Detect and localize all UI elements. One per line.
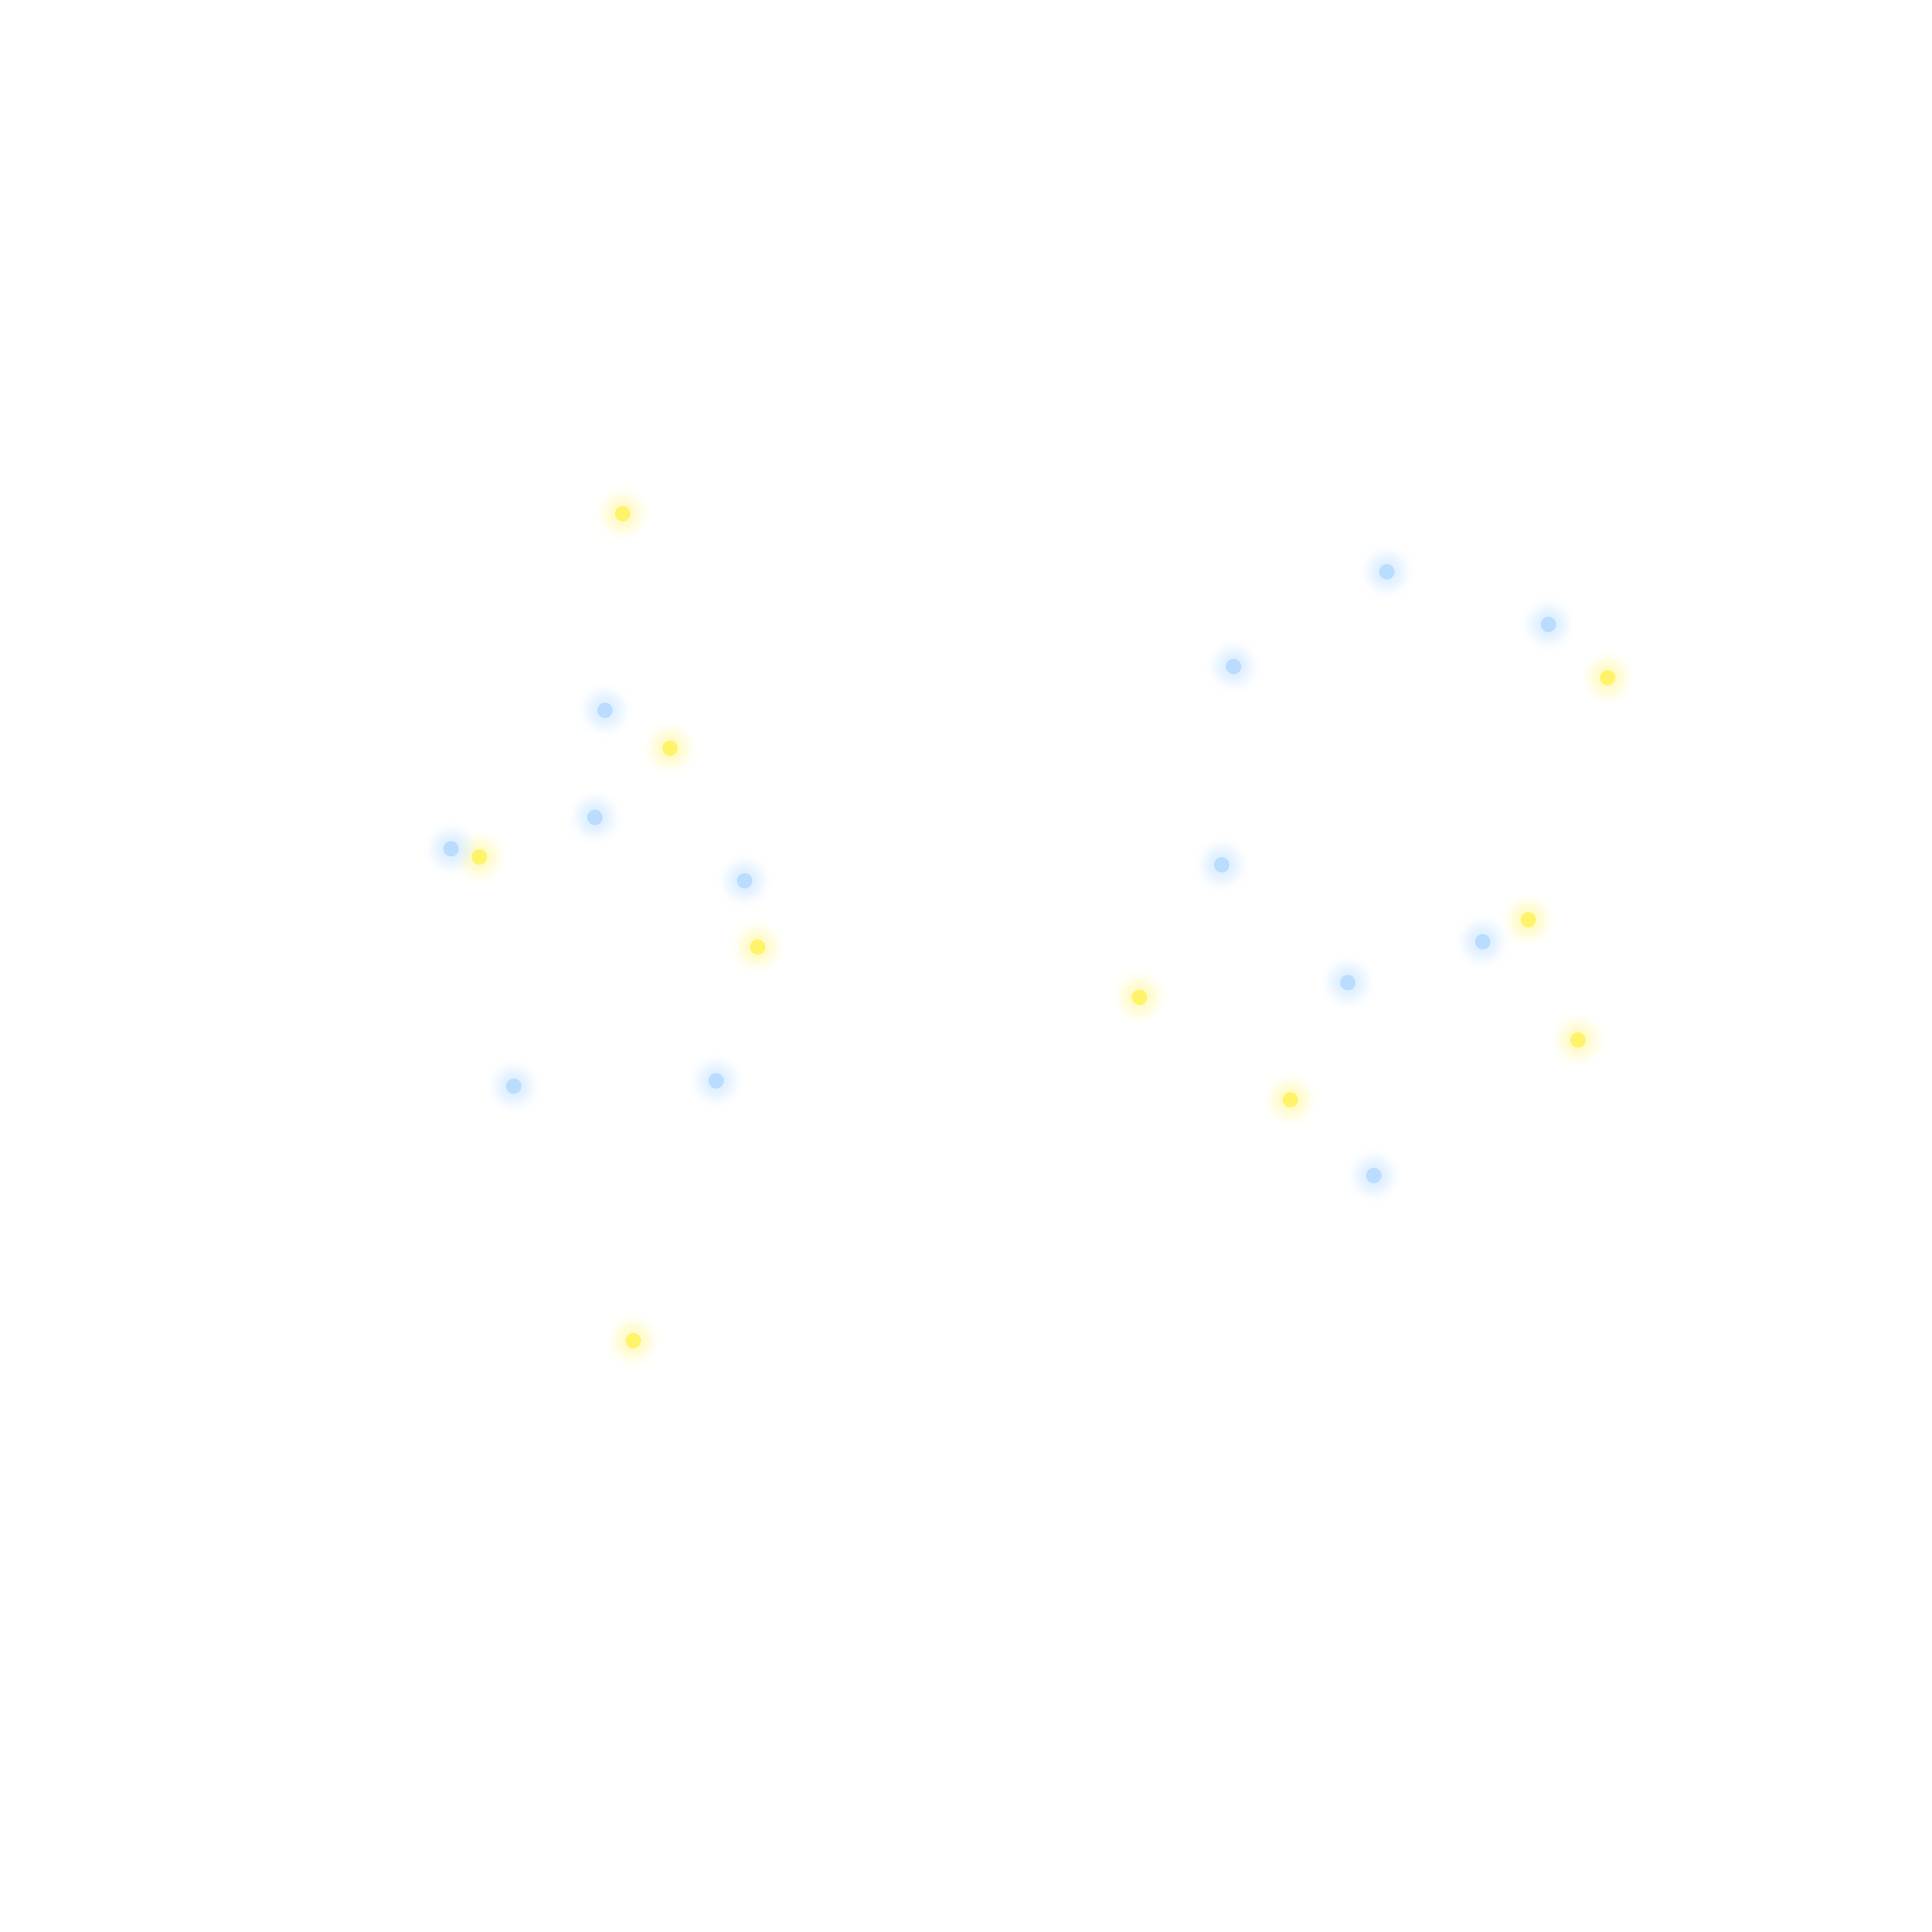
yellow-particle	[472, 849, 487, 865]
blue-particle	[1541, 617, 1556, 632]
blue-particle	[1379, 564, 1395, 579]
yellow-particle	[1521, 912, 1536, 928]
blue-particle	[597, 703, 613, 718]
blue-particle	[1340, 975, 1355, 990]
yellow-particle	[1600, 670, 1615, 685]
yellow-particle	[615, 506, 630, 521]
blue-particle	[1226, 659, 1241, 674]
yellow-particle	[1283, 1092, 1298, 1107]
blue-particle	[709, 1073, 724, 1089]
blue-particle	[1366, 1168, 1382, 1183]
blue-particle	[443, 841, 459, 856]
particle-dot-group	[443, 506, 1615, 1348]
blue-particle	[737, 873, 752, 888]
blue-particle	[587, 810, 603, 825]
blue-particle	[1214, 857, 1229, 872]
yellow-particle	[1132, 990, 1147, 1005]
blue-particle	[506, 1078, 521, 1094]
yellow-particle	[662, 740, 678, 756]
yellow-particle	[750, 939, 765, 955]
blue-particle	[1475, 934, 1490, 949]
yellow-particle	[1570, 1032, 1586, 1048]
particle-glow-group	[433, 496, 1625, 1358]
yellow-particle	[626, 1333, 641, 1348]
